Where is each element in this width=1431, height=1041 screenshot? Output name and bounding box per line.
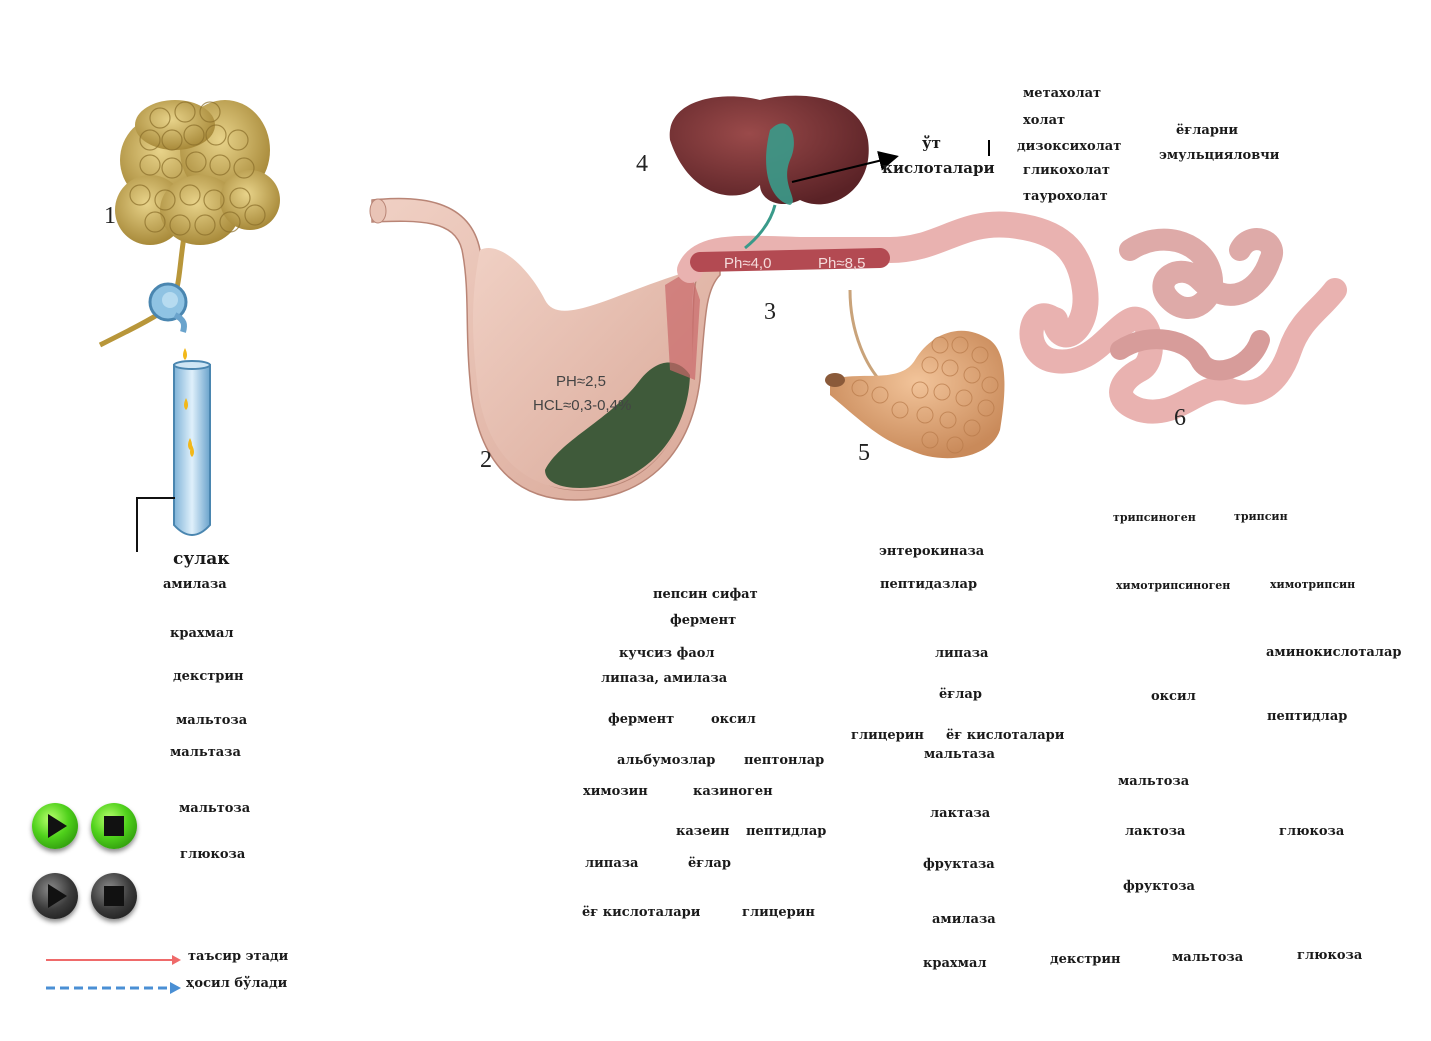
gastric-glycerol: глицерин — [742, 905, 815, 920]
gastric-pepsin-2: фермент — [670, 613, 737, 628]
stop-icon — [104, 816, 124, 836]
bile-acids-label-2: кислоталари — [882, 159, 995, 177]
test-tube — [136, 360, 211, 552]
intestine — [677, 211, 1347, 424]
organ-number-6: 6 — [1174, 405, 1186, 431]
salivary-gland — [98, 100, 280, 360]
saliva-item: декстрин — [173, 669, 244, 684]
intestinal-lactase: лактаза — [930, 806, 991, 821]
stop-button[interactable] — [91, 803, 137, 849]
gastric-protein: оксил — [711, 712, 756, 727]
pancreatic-trypsin: трипсин — [1234, 510, 1288, 523]
intestinal-enterokinase: энтерокиназа — [879, 544, 985, 559]
stop-button-inactive[interactable] — [91, 873, 137, 919]
bile-acid-type: гликохолат — [1023, 163, 1110, 178]
saliva-item: глюкоза — [180, 847, 246, 862]
intestinal-dextrin: декстрин — [1050, 952, 1121, 967]
saliva-item: мальтаза — [170, 745, 241, 760]
gastric-albumoses: альбумозлар — [617, 753, 716, 768]
saliva-title: сулак — [173, 549, 230, 569]
pancreatic-protein: оксил — [1151, 689, 1196, 704]
gastric-fatty-acids: ёғ кислоталари — [582, 905, 701, 920]
pancreatic-glucose: глюкоза — [1279, 824, 1345, 839]
gastric-peptides: пептидлар — [746, 824, 827, 839]
organ-number-5: 5 — [858, 440, 870, 466]
legend-forms: ҳосил бўлади — [186, 976, 288, 991]
pancreatic-amino-acids: аминокислоталар — [1266, 645, 1402, 660]
gastric-weak-1: кучсиз фаол — [619, 646, 715, 661]
organ-number-1: 1 — [104, 203, 116, 229]
stop-icon — [104, 886, 124, 906]
gastric-fats: ёғлар — [688, 856, 731, 871]
intestinal-fats: ёғлар — [939, 687, 982, 702]
liver — [669, 95, 990, 250]
bile-acid-type: таурохолат — [1023, 189, 1108, 204]
bile-acid-type: холат — [1023, 113, 1066, 128]
gastric-peptones: пептонлар — [744, 753, 825, 768]
pancreatic-trypsinogen: трипсиноген — [1113, 511, 1196, 524]
intestinal-glycerol: глицерин — [851, 728, 924, 743]
duodenum-ph-right: Ph≈8,5 — [818, 255, 866, 272]
legend-acts-on: таъсир этади — [188, 949, 289, 964]
bile-acid-type: дизоксихолат — [1017, 139, 1122, 154]
intestinal-peptidases: пептидазлар — [880, 577, 978, 592]
pancreatic-peptides: пептидлар — [1267, 709, 1348, 724]
gastric-caseinogen: казиноген — [693, 784, 773, 799]
stomach — [369, 197, 721, 501]
intestinal-glucose: глюкоза — [1297, 948, 1363, 963]
bile-acid-type: метахолат — [1023, 86, 1102, 101]
gastric-chymosin: химозин — [583, 784, 648, 799]
intestinal-amylase: амилаза — [932, 912, 996, 927]
play-button-inactive[interactable] — [32, 873, 78, 919]
bile-acids-label-1: ўт — [922, 134, 941, 152]
intestinal-lipase: липаза — [935, 646, 989, 661]
gastric-pepsin-1: пепсин сифат — [653, 587, 758, 602]
bile-emulsifier-2: эмульцияловчи — [1159, 148, 1280, 163]
pancreatic-chymotrypsinogen: химотрипсиноген — [1116, 579, 1231, 592]
gastric-lipase: липаза — [585, 856, 639, 871]
pancreas — [825, 289, 1005, 459]
pancreatic-maltose: мальтоза — [1118, 774, 1190, 789]
gastric-casein: казеин — [676, 824, 730, 839]
duodenum-ph-left: Ph≈4,0 — [724, 255, 772, 272]
saliva-item: амилаза — [163, 577, 227, 592]
organ-number-4: 4 — [636, 151, 648, 177]
gastric-enzyme: фермент — [608, 712, 675, 727]
play-icon — [48, 884, 67, 908]
play-icon — [48, 814, 67, 838]
stomach-ph-label: PH≈2,5 — [556, 373, 606, 390]
organ-number-2: 2 — [480, 447, 492, 473]
organ-number-3: 3 — [764, 299, 776, 325]
stomach-hcl-label: HCL≈0,3-0,4% — [533, 397, 632, 414]
saliva-item: мальтоза — [176, 713, 248, 728]
play-button[interactable] — [32, 803, 78, 849]
bile-emulsifier-1: ёғларни — [1176, 123, 1239, 138]
intestinal-fatty-acids: ёғ кислоталари — [946, 728, 1065, 743]
intestinal-maltose: мальтоза — [1172, 950, 1244, 965]
saliva-item: крахмал — [170, 626, 234, 641]
gastric-weak-2: липаза, амилаза — [601, 671, 728, 686]
pancreatic-lactose: лактоза — [1125, 824, 1186, 839]
saliva-item: мальтоза — [179, 801, 251, 816]
pancreatic-chymotrypsin: химотрипсин — [1270, 578, 1356, 591]
pancreatic-fructose: фруктоза — [1123, 879, 1195, 894]
intestinal-maltase: мальтаза — [924, 747, 995, 762]
intestinal-starch: крахмал — [923, 956, 987, 971]
intestinal-fructase: фруктаза — [923, 857, 995, 872]
